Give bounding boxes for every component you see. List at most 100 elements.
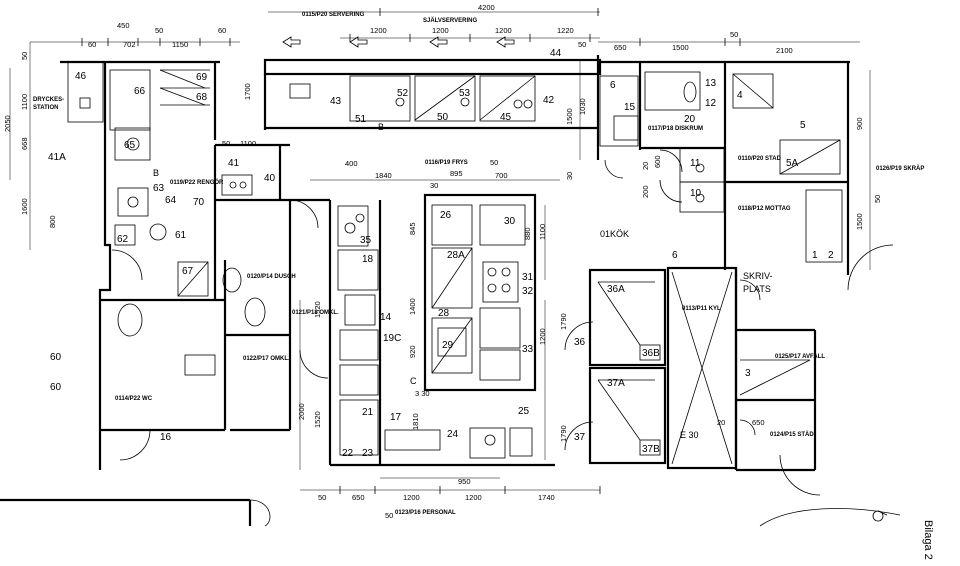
dim: 1100 [20,94,29,110]
room-tag: 0124/P15 STÄD [770,431,814,438]
dim: 3 30 [415,389,430,398]
writing-label-1: SKRIV- [743,271,773,281]
room-number: 60 [50,382,62,393]
room-tag: 0125/P17 AVFALL [775,354,825,360]
cold-room-label: E 30 [680,430,699,440]
dim: 1790 [559,425,568,442]
station-label: SJÄLVSERVERING [423,17,477,24]
room-number: 10 [690,188,702,199]
c-marker: C [410,376,417,386]
dim: 1500 [672,43,689,52]
dim: 800 [48,215,57,228]
room-number: 5A [786,158,799,169]
room-number: 16 [160,432,172,443]
dim: 50 [490,158,498,167]
room-number: 40 [264,173,276,184]
room-number: 70 [193,197,205,208]
room-number: 25 [518,406,530,417]
room-number: 53 [459,88,471,99]
dim: 1790 [559,313,568,330]
room-number: 68 [196,92,208,103]
dim: 1600 [20,198,29,215]
room-number: 50 [437,112,449,123]
dim: 1100 [240,139,256,148]
dim: 30 [565,172,574,180]
room-number: 42 [543,95,555,106]
room-number: 28A [447,250,465,261]
dim-top-total: 4200 [478,3,495,12]
room-number: 19C [383,333,401,344]
dim: 50 [318,493,326,502]
room-number: 17 [390,412,402,423]
room-tag: 0118/P12 MOTTAG [738,206,791,212]
dim: 600 [653,155,662,168]
room-number: 11 [690,158,701,169]
dim: 200 [641,185,650,198]
room-tag: 0116/P19 FRYS [425,160,468,166]
dim: 50 [385,511,393,520]
room-number: 1 [812,250,818,261]
room-tag: 0110/P20 STAD [738,156,782,162]
room-tag: 0115/P20 SERVERING [302,12,365,18]
dim: 1200 [370,26,387,35]
room-number: 41A [48,152,66,163]
room-number: 52 [397,88,409,99]
dim: 2050 [3,115,12,132]
dim: 50 [155,26,163,35]
room-number: 37B [642,444,660,455]
room-number: 36B [642,348,660,359]
writing-label: SKRIV- PLATS [743,271,773,294]
room-labels: 01KÖK 6 E 30 B B C SJÄLVSERVERING [153,17,699,440]
room-number: 3 [745,368,751,379]
dim: 2100 [776,46,793,55]
dim: 50 [873,195,882,203]
dim: 1200 [432,26,449,35]
north-symbol [872,510,888,522]
dim: 50 [222,139,230,148]
room-number: 21 [362,407,374,418]
dim: 50 [730,30,738,39]
room-number: 37 [574,432,586,443]
kitchen-label: 01KÖK [600,229,629,239]
dim: 400 [345,159,358,168]
b-marker: B [153,168,159,178]
dim: 700 [495,171,508,180]
dim: 650 [614,43,627,52]
room-number: 26 [440,210,452,221]
dimension-lines [9,11,871,491]
room-number: 24 [447,429,459,440]
dim: 2000 [297,403,306,420]
room-tag: 0126/P19 SKRÄP [876,165,924,172]
equipment [67,61,901,527]
room-number: 14 [380,312,392,323]
dim: 895 [450,169,463,178]
dim: 1220 [557,26,574,35]
dim: 20 [641,162,650,170]
room-tags: 0115/P20 SERVERING 0117/P18 DISKRUM 0118… [115,12,924,516]
room-number: 43 [330,96,342,107]
dim: 880 [523,227,532,240]
room-number: 51 [355,114,367,125]
room-number: 41 [228,158,240,169]
dim: 668 [20,137,29,150]
room-number: 63 [153,183,165,194]
appendix-label: Bilaga 2 [922,520,934,560]
room-number: 30 [504,216,516,227]
dim: 1810 [411,413,420,430]
drinks-label-1: DRYCKES- [33,97,64,103]
dim: 60 [88,40,96,49]
dim: 1200 [403,493,420,502]
room-number: 6 [610,80,616,91]
dim: 1200 [538,328,547,345]
room-number: 60 [50,352,62,363]
room-tag: 0120/P14 DUSCH [247,274,296,280]
dim: 650 [352,493,365,502]
room-number: 69 [196,72,208,83]
room-tag: 0117/P18 DISKRUM [648,126,703,132]
dim: 950 [458,477,471,486]
room-number: 65 [124,140,136,151]
dim: 1520 [313,411,322,428]
room-number: 29 [442,340,454,351]
room-tag: 0114/P22 WC [115,396,153,402]
